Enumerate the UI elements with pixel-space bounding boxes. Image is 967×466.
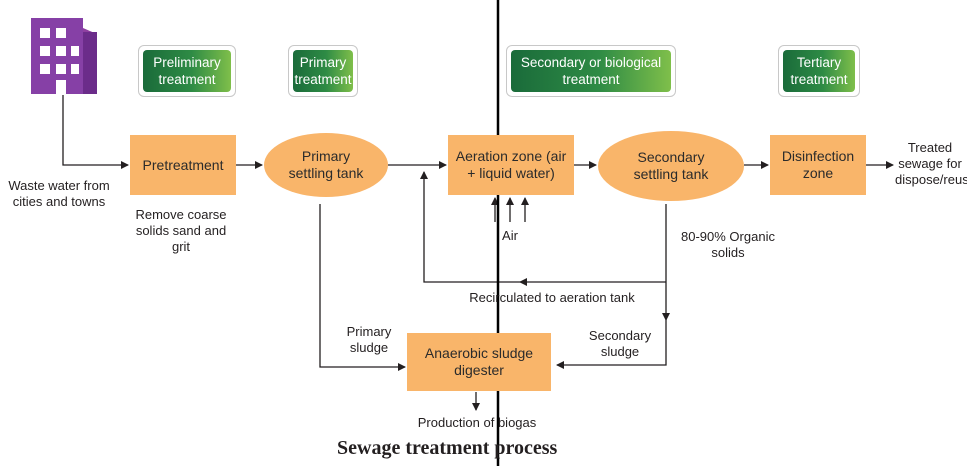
node-primary-settling-label: Primary settling tank bbox=[288, 148, 364, 181]
label-primary-sludge: Primary sludge bbox=[346, 324, 392, 355]
node-digester-label: Anaerobic sludge digester bbox=[424, 345, 534, 378]
label-waste-water: Waste water from cities and towns bbox=[8, 178, 110, 209]
node-pretreatment-label: Pretreatment bbox=[142, 156, 224, 173]
arrow-primary-sludge bbox=[319, 204, 406, 371]
label-remove-solids: Remove coarse solids sand and grit bbox=[135, 207, 227, 254]
node-secondary-settling: Secondary settling tank bbox=[598, 131, 744, 201]
label-organic-solids: 80-90% Organic solids bbox=[681, 229, 775, 260]
node-aeration: Aeration zone (air + liquid water) bbox=[448, 135, 574, 195]
stage-primary: Primary treatment bbox=[288, 45, 358, 97]
label-secondary-sludge: Secondary sludge bbox=[588, 328, 652, 359]
node-disinfection: Disinfection zone bbox=[770, 135, 866, 195]
stage-secondary: Secondary or biological treatment bbox=[506, 45, 676, 97]
label-recirculated: Recirculated to aeration tank bbox=[469, 290, 635, 305]
node-secondary-settling-label: Secondary settling tank bbox=[633, 149, 709, 182]
node-aeration-label: Aeration zone (air + liquid water) bbox=[455, 148, 567, 181]
node-pretreatment: Pretreatment bbox=[130, 135, 236, 195]
stage-tertiary: Tertiary treatment bbox=[778, 45, 860, 97]
stage-preliminary: Preliminary treatment bbox=[138, 45, 236, 97]
node-primary-settling: Primary settling tank bbox=[264, 133, 388, 197]
diagram-title: Sewage treatment process bbox=[337, 437, 558, 459]
building-icon bbox=[31, 18, 97, 94]
node-disinfection-label: Disinfection zone bbox=[781, 148, 855, 181]
line-recirculation bbox=[420, 171, 520, 283]
arrow-secondary-sludge bbox=[556, 320, 667, 369]
arrow-waste-to-pretreatment bbox=[62, 95, 129, 169]
node-digester: Anaerobic sludge digester bbox=[407, 333, 551, 391]
label-biogas: Production of biogas bbox=[417, 415, 537, 430]
label-treated-sewage: Treated sewage for dispose/reuse bbox=[895, 140, 967, 187]
label-air: Air bbox=[502, 228, 518, 243]
